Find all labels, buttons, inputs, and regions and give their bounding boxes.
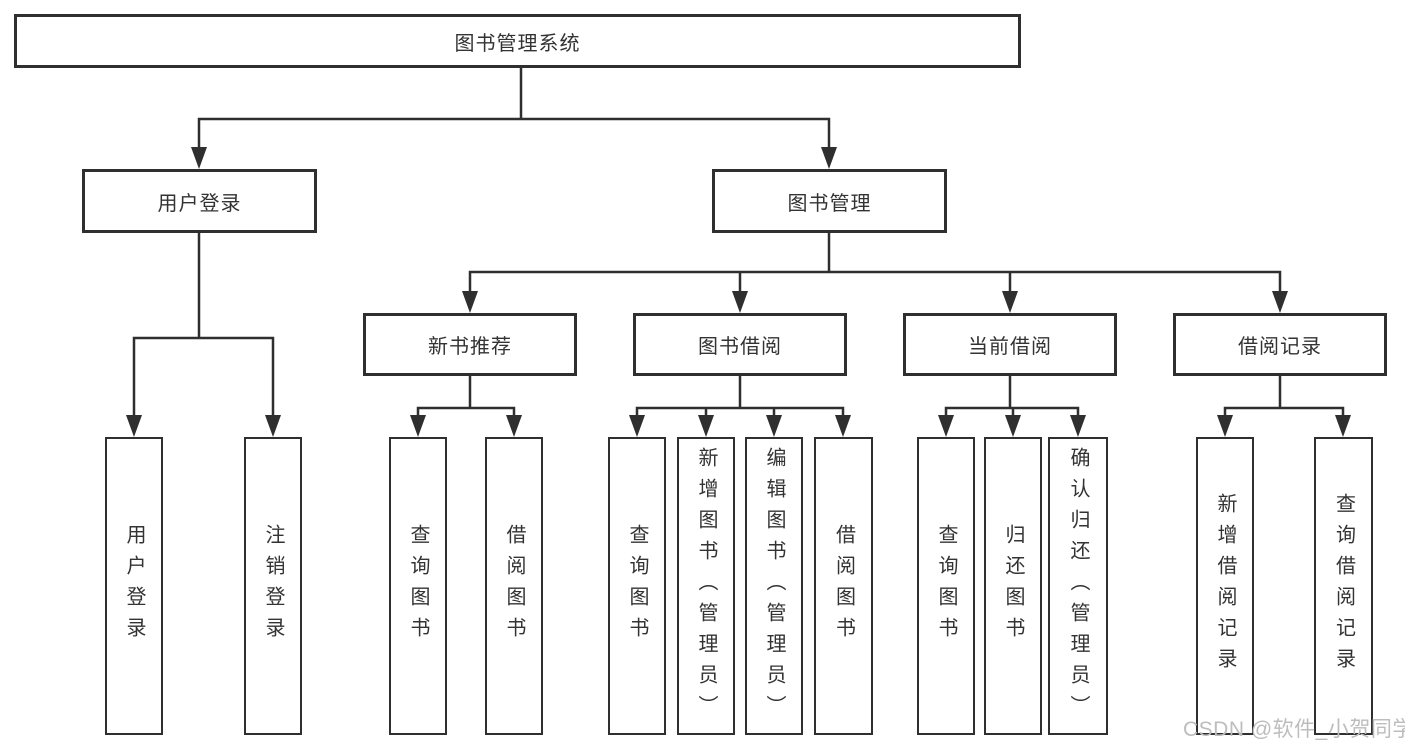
node-label: 查询借阅记录 <box>1332 493 1355 679</box>
leaf-records-add-record: 新增借阅记录 <box>1196 437 1254 735</box>
node-book-borrow: 图书借阅 <box>633 313 847 376</box>
leaf-current-query-books: 查询图书 <box>917 437 975 735</box>
connector-book-management-to-level3 <box>462 230 1288 313</box>
node-user-login: 用户登录 <box>82 169 317 233</box>
leaf-user-logout: 注销登录 <box>244 437 302 735</box>
csdn-watermark: CSDN @软件_小贺同学 <box>1183 718 1405 741</box>
node-label: 归还图书 <box>1002 524 1024 648</box>
node-label: 查询图书 <box>407 524 429 648</box>
node-label: 新增借阅记录 <box>1214 493 1236 679</box>
node-label: 注销登录 <box>262 524 284 648</box>
leaf-current-return-books: 归还图书 <box>984 437 1042 735</box>
node-book-management: 图书管理 <box>712 169 947 233</box>
node-label: 新增图书（管理员） <box>695 446 717 726</box>
node-label: 当前借阅 <box>968 336 1052 358</box>
leaf-borrow-edit-books-admin: 编辑图书（管理员） <box>745 437 803 735</box>
node-label: 图书管理 <box>787 192 872 215</box>
node-label: 借阅记录 <box>1238 336 1322 358</box>
leaf-borrow-borrow-books: 借阅图书 <box>814 437 873 735</box>
node-label: 编辑图书（管理员） <box>763 446 785 726</box>
leaf-user-login: 用户登录 <box>105 437 163 735</box>
node-new-book-recommend: 新书推荐 <box>363 313 577 376</box>
connector-root-to-level2 <box>191 65 837 169</box>
node-current-borrow: 当前借阅 <box>903 313 1117 376</box>
connector-user-login-to-leaves <box>126 230 281 437</box>
leaf-borrow-add-books-admin: 新增图书（管理员） <box>677 437 735 735</box>
node-root: 图书管理系统 <box>14 14 1021 68</box>
node-label: 用户登录 <box>123 524 145 648</box>
connector-recommend-to-leaves <box>410 373 522 437</box>
node-label: 确认归还（管理员） <box>1067 446 1089 726</box>
leaf-recommend-borrow-books: 借阅图书 <box>485 437 543 735</box>
node-label: 查询图书 <box>626 524 648 648</box>
node-label: 借阅图书 <box>832 524 855 648</box>
connector-current-to-leaves <box>938 373 1086 437</box>
node-borrow-records: 借阅记录 <box>1173 313 1387 376</box>
node-label: 借阅图书 <box>503 524 525 648</box>
node-label: 图书借阅 <box>698 336 782 358</box>
leaf-borrow-query-books: 查询图书 <box>608 437 666 735</box>
node-label: 用户登录 <box>157 192 242 215</box>
leaf-recommend-query-books: 查询图书 <box>389 437 447 735</box>
leaf-current-confirm-return-admin: 确认归还（管理员） <box>1048 437 1108 735</box>
connector-records-to-leaves <box>1217 373 1351 437</box>
connector-borrow-to-leaves <box>629 373 851 437</box>
leaf-records-query-record: 查询借阅记录 <box>1314 437 1373 735</box>
node-label: 图书管理系统 <box>454 32 581 55</box>
node-label: 查询图书 <box>935 524 957 648</box>
node-label: 新书推荐 <box>428 336 512 358</box>
